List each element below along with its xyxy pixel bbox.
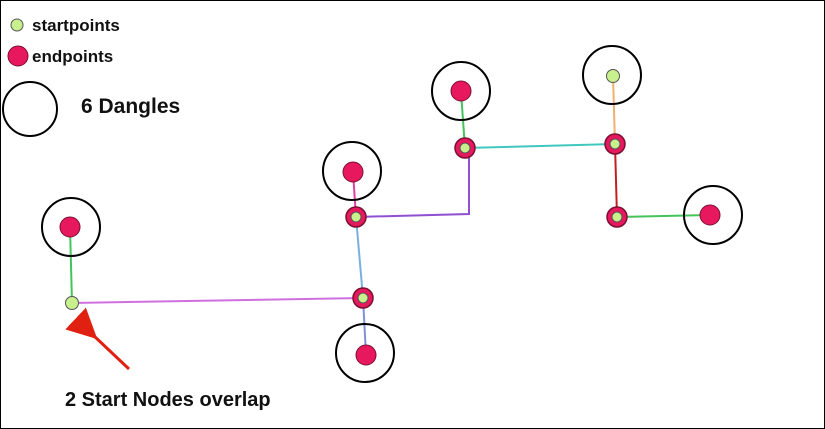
edge-magenta-long <box>71 297 364 304</box>
endpoint-node <box>355 344 377 366</box>
junction-startpoint <box>459 142 471 154</box>
dangle-ring <box>683 185 743 245</box>
endpoint-node <box>59 216 81 238</box>
dangle-ring <box>431 61 491 121</box>
legend-dangles-label: 6 Dangles <box>81 95 180 118</box>
legend-startpoint-swatch <box>10 18 24 32</box>
junction-startpoint <box>357 292 369 304</box>
endpoint-node <box>699 204 721 226</box>
annotation: 2 Start Nodes overlap <box>65 307 271 411</box>
junction-startpoint <box>350 211 362 223</box>
edge-lightblue <box>355 216 364 299</box>
dangle-ring <box>41 197 101 257</box>
legend: startpoints endpoints 6 Dangles <box>2 16 180 137</box>
edge-orange <box>612 75 616 145</box>
edges-layer <box>69 75 711 356</box>
legend-startpoints-label: startpoints <box>32 16 120 35</box>
startpoints-layer <box>65 69 620 310</box>
dangle-ring <box>582 45 642 105</box>
legend-endpoint-swatch <box>7 45 29 67</box>
dangle-ring <box>322 141 382 201</box>
junction-startpoint <box>609 138 621 150</box>
endpoint-node <box>342 161 364 183</box>
endpoint-node <box>450 80 472 102</box>
legend-dangle-swatch <box>2 81 58 137</box>
legend-endpoints-label: endpoints <box>32 47 113 66</box>
startpoint-node <box>65 296 79 310</box>
edge-purple <box>355 147 470 218</box>
endpoints-layer <box>59 80 721 366</box>
startpoint-node <box>606 69 620 83</box>
junction-startpoint <box>611 211 623 223</box>
edge-teal <box>464 143 616 149</box>
junctions-layer <box>345 133 628 309</box>
edge-green-left <box>69 226 73 304</box>
dangle-ring <box>335 323 395 383</box>
edge-green-right <box>616 214 711 218</box>
dangles-layer <box>41 45 743 383</box>
annotation-text: 2 Start Nodes overlap <box>65 389 271 411</box>
edge-red <box>614 143 618 218</box>
annotation-arrow <box>65 307 131 371</box>
